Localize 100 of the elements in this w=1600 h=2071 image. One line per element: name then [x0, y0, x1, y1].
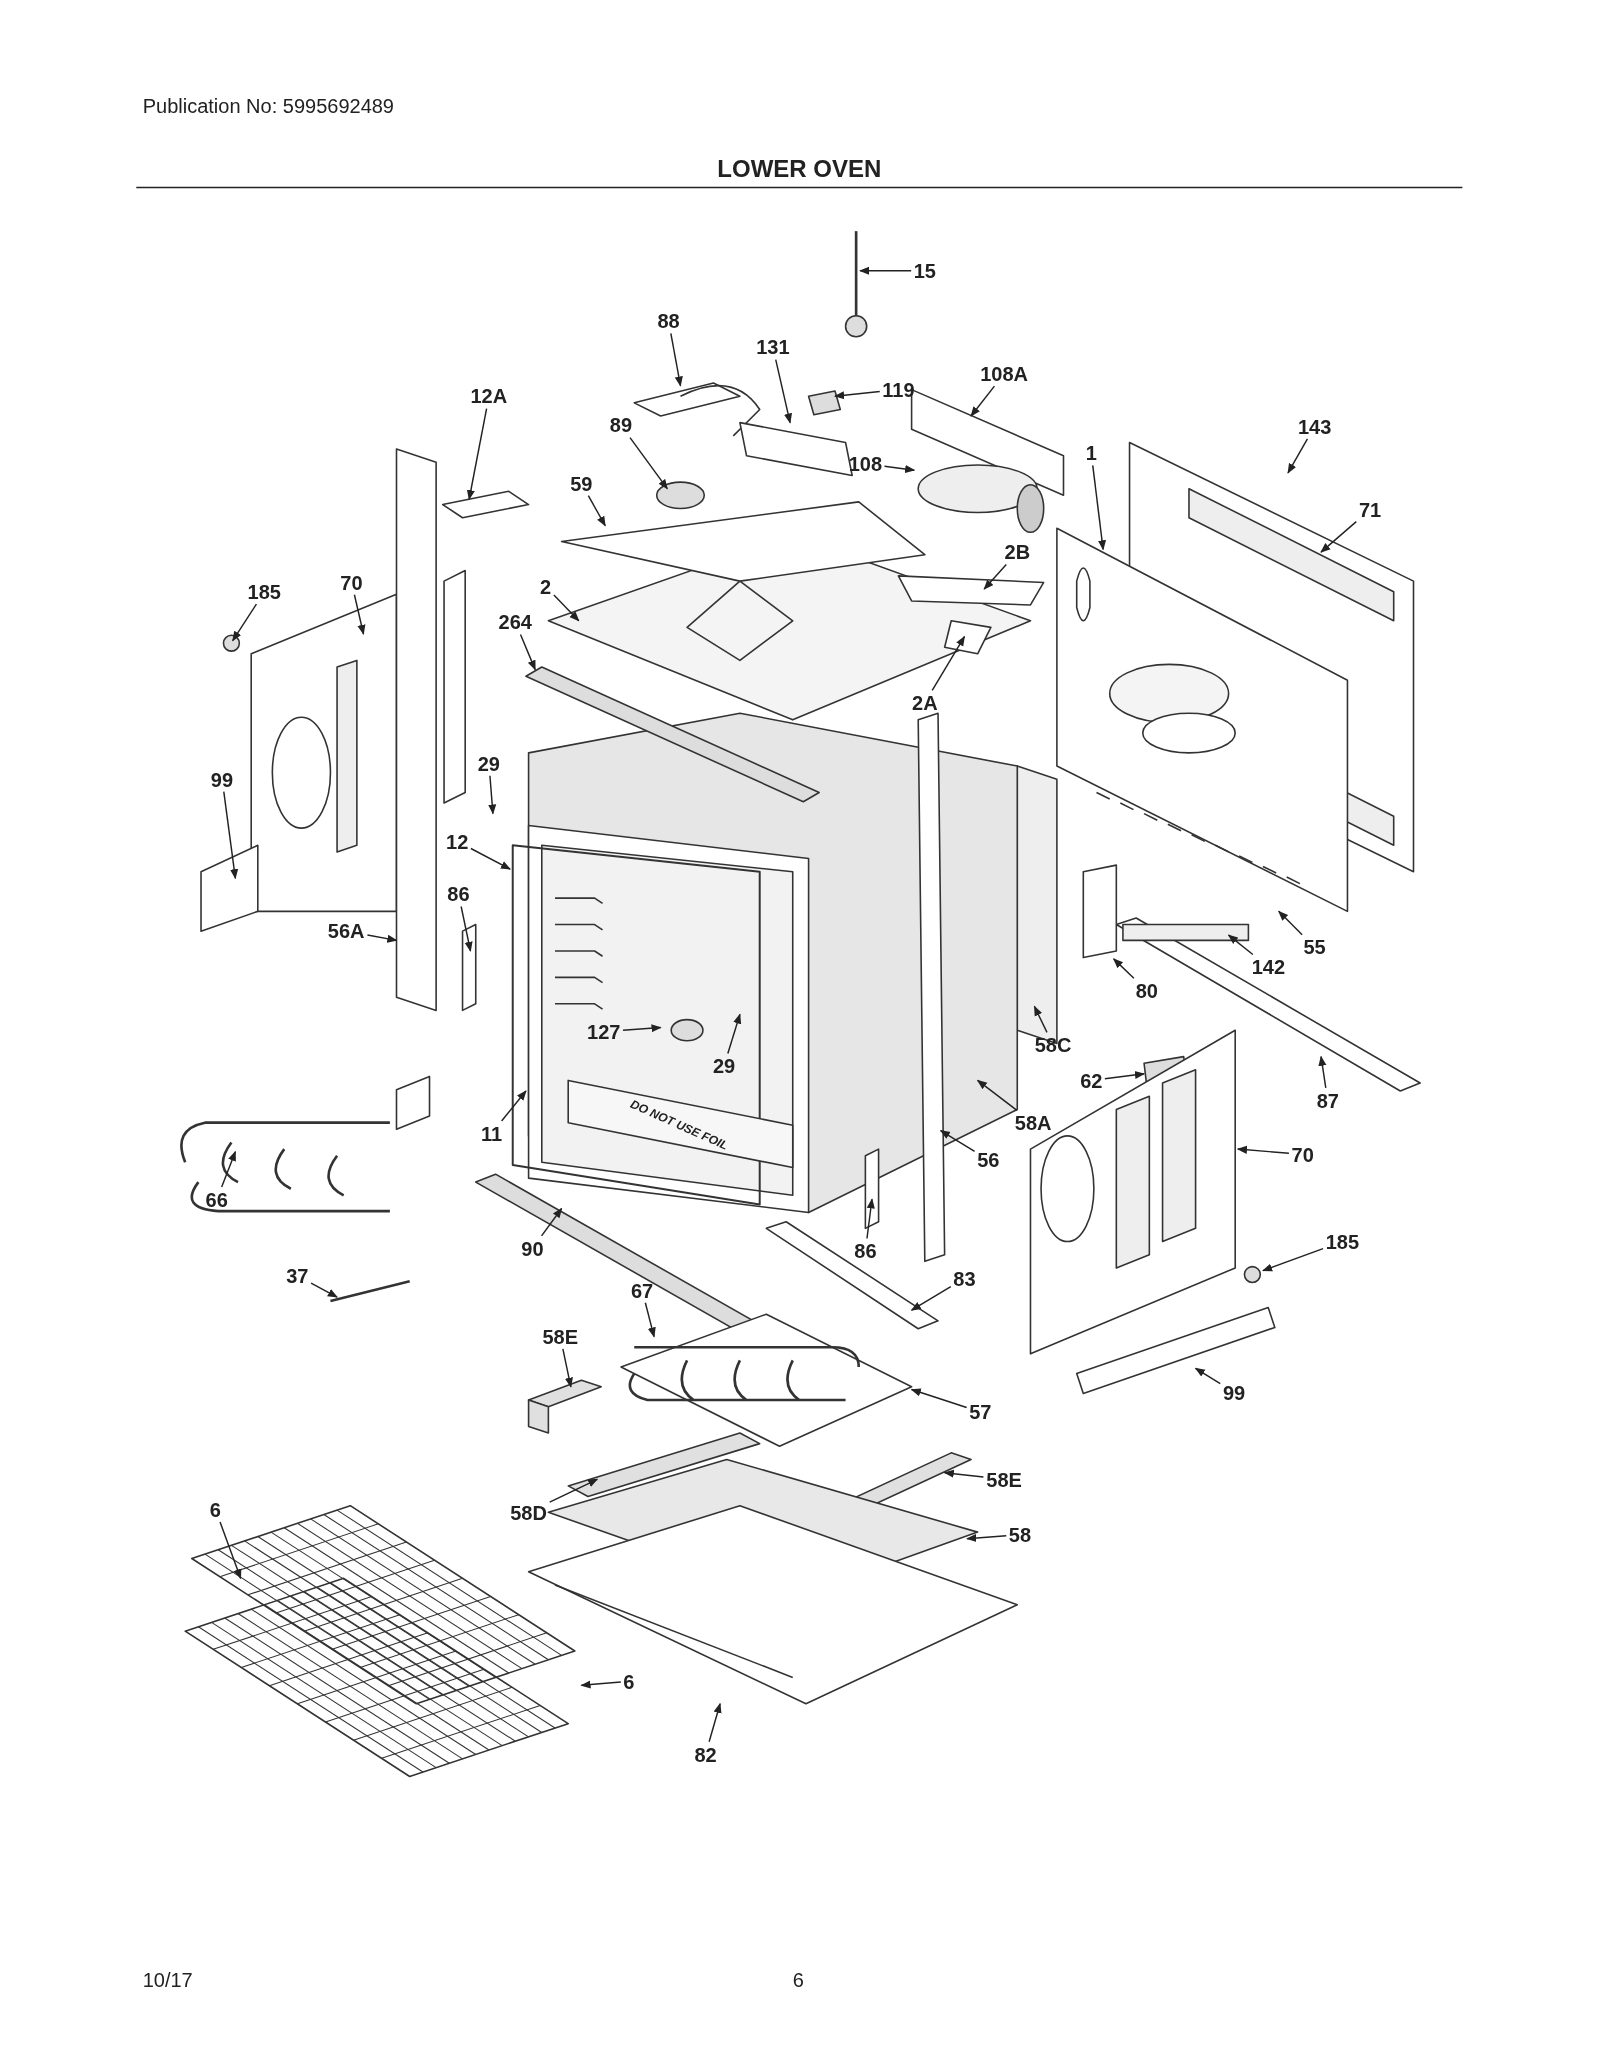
leader-line	[883, 464, 916, 473]
leader-line	[644, 1302, 656, 1338]
callout-number: 82	[694, 1743, 717, 1766]
callout-number: 58E	[542, 1326, 578, 1349]
callout-number: 62	[1080, 1069, 1103, 1092]
callout-number: 1	[1085, 442, 1097, 465]
leader-line	[670, 332, 683, 387]
callout-number: 108	[848, 452, 883, 475]
leader-line	[1112, 958, 1135, 979]
diagram-title: LOWER OVEN	[717, 154, 882, 183]
leader-line	[622, 1024, 662, 1033]
callout-number: 6	[623, 1670, 635, 1693]
leader-line	[519, 633, 536, 671]
callout-number: 70	[1291, 1143, 1314, 1166]
callout-number: 57	[969, 1401, 992, 1424]
callout-number: 83	[953, 1267, 976, 1290]
callout-number: 58	[1008, 1524, 1032, 1547]
callout-number: 119	[882, 378, 915, 401]
callout-number: 66	[205, 1188, 228, 1211]
leader-line	[223, 790, 239, 880]
leader-line	[910, 1388, 968, 1409]
leader-line	[1318, 1055, 1327, 1089]
leader-line	[1236, 1145, 1290, 1154]
leader-line	[466, 407, 488, 501]
leader-line	[562, 1348, 573, 1388]
leader-line	[460, 905, 473, 952]
callout-number: 89	[609, 414, 633, 437]
leader-line	[1033, 1005, 1048, 1034]
leader-line	[310, 1282, 338, 1298]
leader-line	[629, 436, 668, 490]
callout-number: 56	[977, 1149, 1000, 1172]
leader-line	[866, 1198, 875, 1240]
callout-number: 56A	[327, 920, 365, 943]
leader-line	[708, 1702, 722, 1743]
callout-number: 71	[1358, 499, 1382, 521]
leader-line	[540, 1207, 563, 1237]
leader-line	[587, 495, 606, 527]
leader-line	[943, 1469, 985, 1478]
callout-number: 143	[1297, 415, 1332, 438]
callout-number: 87	[1316, 1089, 1339, 1112]
leader-line	[353, 594, 366, 635]
leader-line	[966, 1534, 1007, 1543]
leader-line	[488, 775, 497, 815]
leader-line	[1194, 1367, 1221, 1385]
leader-line	[366, 934, 398, 943]
leader-line	[1092, 464, 1107, 551]
callout-number: 264	[498, 611, 532, 634]
callout-number: 67	[631, 1279, 654, 1302]
callout-number: 70	[340, 571, 363, 594]
leader-line	[983, 563, 1007, 590]
callout-number: 15	[913, 259, 936, 282]
callout-number: 29	[712, 1055, 736, 1078]
leader-line	[1104, 1070, 1146, 1080]
leader-line	[549, 1478, 599, 1503]
callout-number: 12	[446, 830, 469, 853]
callout-number: 185	[247, 580, 281, 603]
publication-number: Publication No: 5995692489	[142, 95, 394, 119]
callout-number: 2A	[912, 691, 938, 714]
leader-line	[1278, 910, 1303, 936]
callout-number: 108A	[980, 362, 1029, 385]
leader-line	[970, 385, 996, 417]
floor-warning-text: DO NOT USE FOIL	[628, 1096, 731, 1153]
callout-number: 2	[540, 575, 552, 598]
leader-line	[219, 1521, 242, 1580]
callout-number: 142	[1251, 956, 1286, 979]
callout-number: 80	[1135, 979, 1158, 1002]
callout-number: 58E	[986, 1468, 1022, 1491]
callout-number: 90	[521, 1237, 544, 1260]
callout-number: 55	[1303, 936, 1326, 959]
leader-line	[1262, 1247, 1324, 1272]
callout-number: 58D	[510, 1501, 547, 1524]
leader-line	[910, 1286, 952, 1311]
leader-line	[553, 594, 580, 622]
callout-number: 58A	[1014, 1112, 1052, 1135]
callout-number: 86	[447, 883, 470, 906]
leader-line	[500, 1090, 527, 1122]
callout-number: 2B	[1004, 541, 1031, 564]
leader-line	[1227, 934, 1254, 956]
callout-number: 29	[477, 752, 500, 775]
date-code: 10/17	[142, 1968, 193, 1992]
callout-number: 86	[854, 1240, 877, 1263]
callout-number: 59	[570, 472, 593, 495]
leader-line	[834, 390, 881, 400]
leader-line	[220, 1150, 237, 1188]
callout-number: 99	[1222, 1381, 1246, 1404]
callout-number: 131	[756, 336, 790, 359]
leader-line	[1320, 520, 1357, 553]
callout-number: 88	[657, 310, 680, 333]
callout-number: 6	[209, 1499, 221, 1522]
leader-line	[580, 1680, 622, 1689]
leader-line	[727, 1013, 742, 1055]
callout-number: 58C	[1034, 1034, 1072, 1057]
callout-number: 127	[587, 1020, 621, 1043]
leader-line	[931, 635, 966, 692]
leader-line	[470, 847, 511, 870]
leader-line	[1287, 438, 1309, 474]
callout-number: 185	[1325, 1230, 1360, 1253]
leader-line	[775, 358, 792, 424]
callout-number: 11	[480, 1122, 503, 1145]
callout-number: 99	[210, 768, 234, 791]
